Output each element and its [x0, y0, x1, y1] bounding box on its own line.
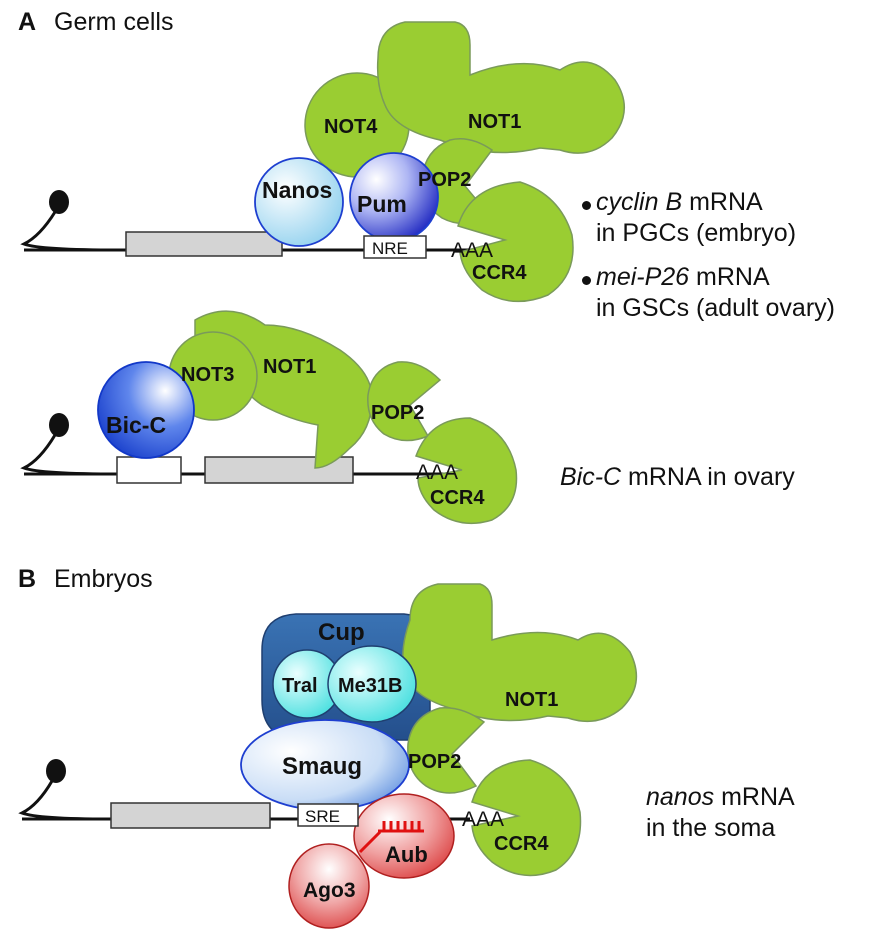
bicc-protein: [97, 361, 195, 459]
pop2-protein: [407, 707, 486, 794]
ccr4-protein: [457, 181, 574, 303]
diagram-2: Bic-C NOT3 NOT1 POP2 AAA CCR4: [20, 310, 518, 525]
nre-element: [363, 235, 427, 259]
ccr4-protein: [471, 759, 582, 877]
panel-a: A Germ cells NOT4 NOT1 Nanos Pum POP2: [18, 8, 626, 525]
nre-label: NRE: [372, 239, 408, 258]
panel-b-letter: B: [18, 565, 36, 593]
bullet-icon: [582, 276, 591, 285]
bullet-icon: [582, 201, 591, 210]
note-cyclinb-rest: mRNA: [682, 188, 763, 216]
me31b-label: Me31B: [338, 675, 402, 697]
aub-protein: [353, 793, 455, 879]
smaug-label: Smaug: [282, 753, 362, 780]
mrna-5prime-stem: [18, 780, 111, 821]
sre-element: [297, 803, 359, 827]
not1-complex: [402, 583, 638, 877]
nanos-label: Nanos: [262, 177, 332, 203]
orf-box: [110, 802, 271, 829]
cap-icon: [49, 190, 69, 214]
pirna-icon: [358, 821, 424, 854]
cap-icon: [49, 413, 69, 437]
ago3-protein: [288, 843, 370, 929]
ago3-label: Ago3: [303, 879, 356, 902]
not1-label: NOT1: [263, 356, 316, 378]
ccr4-protein: [415, 417, 518, 525]
bicc-label: Bic-C: [106, 412, 166, 438]
sre-label: SRE: [305, 807, 340, 826]
panel-b: B Embryos Cup NOT1 Tral Me31B Smaug POP2: [18, 565, 638, 929]
note-bicc-gene: Bic-C: [560, 463, 622, 491]
polya-tail: AAA: [451, 239, 493, 262]
panel-a-letter: A: [18, 8, 36, 36]
not1-label: NOT1: [505, 689, 558, 711]
note-meip26-rest: mRNA: [689, 263, 770, 291]
orf-box: [125, 231, 283, 257]
not1-complex: [304, 21, 626, 303]
mrna-5prime-stem: [20, 211, 121, 252]
me31b-protein: [327, 645, 417, 723]
pum-label: Pum: [357, 191, 407, 217]
not4-label: NOT4: [324, 116, 378, 138]
note-bicc-rest: mRNA in ovary: [621, 463, 795, 491]
ccr4-label: CCR4: [472, 262, 527, 284]
tral-label: Tral: [282, 675, 318, 697]
cap-icon: [46, 759, 66, 783]
note-nanos-line2: in the soma: [646, 814, 776, 842]
diagram-3: Cup NOT1 Tral Me31B Smaug POP2: [18, 583, 638, 929]
ccr4-label: CCR4: [494, 833, 549, 855]
cup-label: Cup: [318, 619, 365, 646]
pop2-label: POP2: [371, 402, 424, 424]
polya-tail: AAA: [416, 461, 458, 484]
pop2-label: POP2: [408, 751, 461, 773]
polya-tail: AAA: [462, 808, 504, 831]
ccr4-label: CCR4: [430, 487, 485, 509]
not1-protein: [376, 21, 626, 154]
panel-b-title: Embryos: [54, 565, 153, 593]
nanos-protein: [254, 157, 344, 247]
panel-a-title: Germ cells: [54, 8, 173, 36]
note-nanos-gene: nanos: [646, 783, 715, 811]
mrna-5prime-stem: [20, 434, 121, 476]
not1-label: NOT1: [468, 111, 521, 133]
note-nanos-rest: mRNA: [714, 783, 795, 811]
not3-label: NOT3: [181, 364, 234, 386]
aub-label: Aub: [385, 842, 428, 867]
note-meip26: mei-P26 mRNA in GSCs (adult ovary): [596, 262, 835, 324]
note-meip26-gene: mei-P26: [596, 263, 690, 291]
utr-box: [116, 456, 182, 484]
note-cyclinb: cyclin B mRNA in PGCs (embryo): [596, 187, 796, 249]
note-nanos: nanos mRNA in the soma: [646, 782, 795, 844]
pop2-protein: [367, 361, 442, 442]
not1-protein: [402, 583, 638, 723]
note-bicc: Bic-C mRNA in ovary: [560, 462, 795, 493]
diagram-1: NOT4 NOT1 Nanos Pum POP2 NRE AAA CCR4: [20, 21, 626, 303]
pop2-label: POP2: [418, 169, 471, 191]
note-cyclinb-line2: in PGCs (embryo): [596, 219, 797, 247]
note-meip26-line2: in GSCs (adult ovary): [596, 294, 835, 322]
note-cyclinb-gene: cyclin B: [596, 188, 683, 216]
